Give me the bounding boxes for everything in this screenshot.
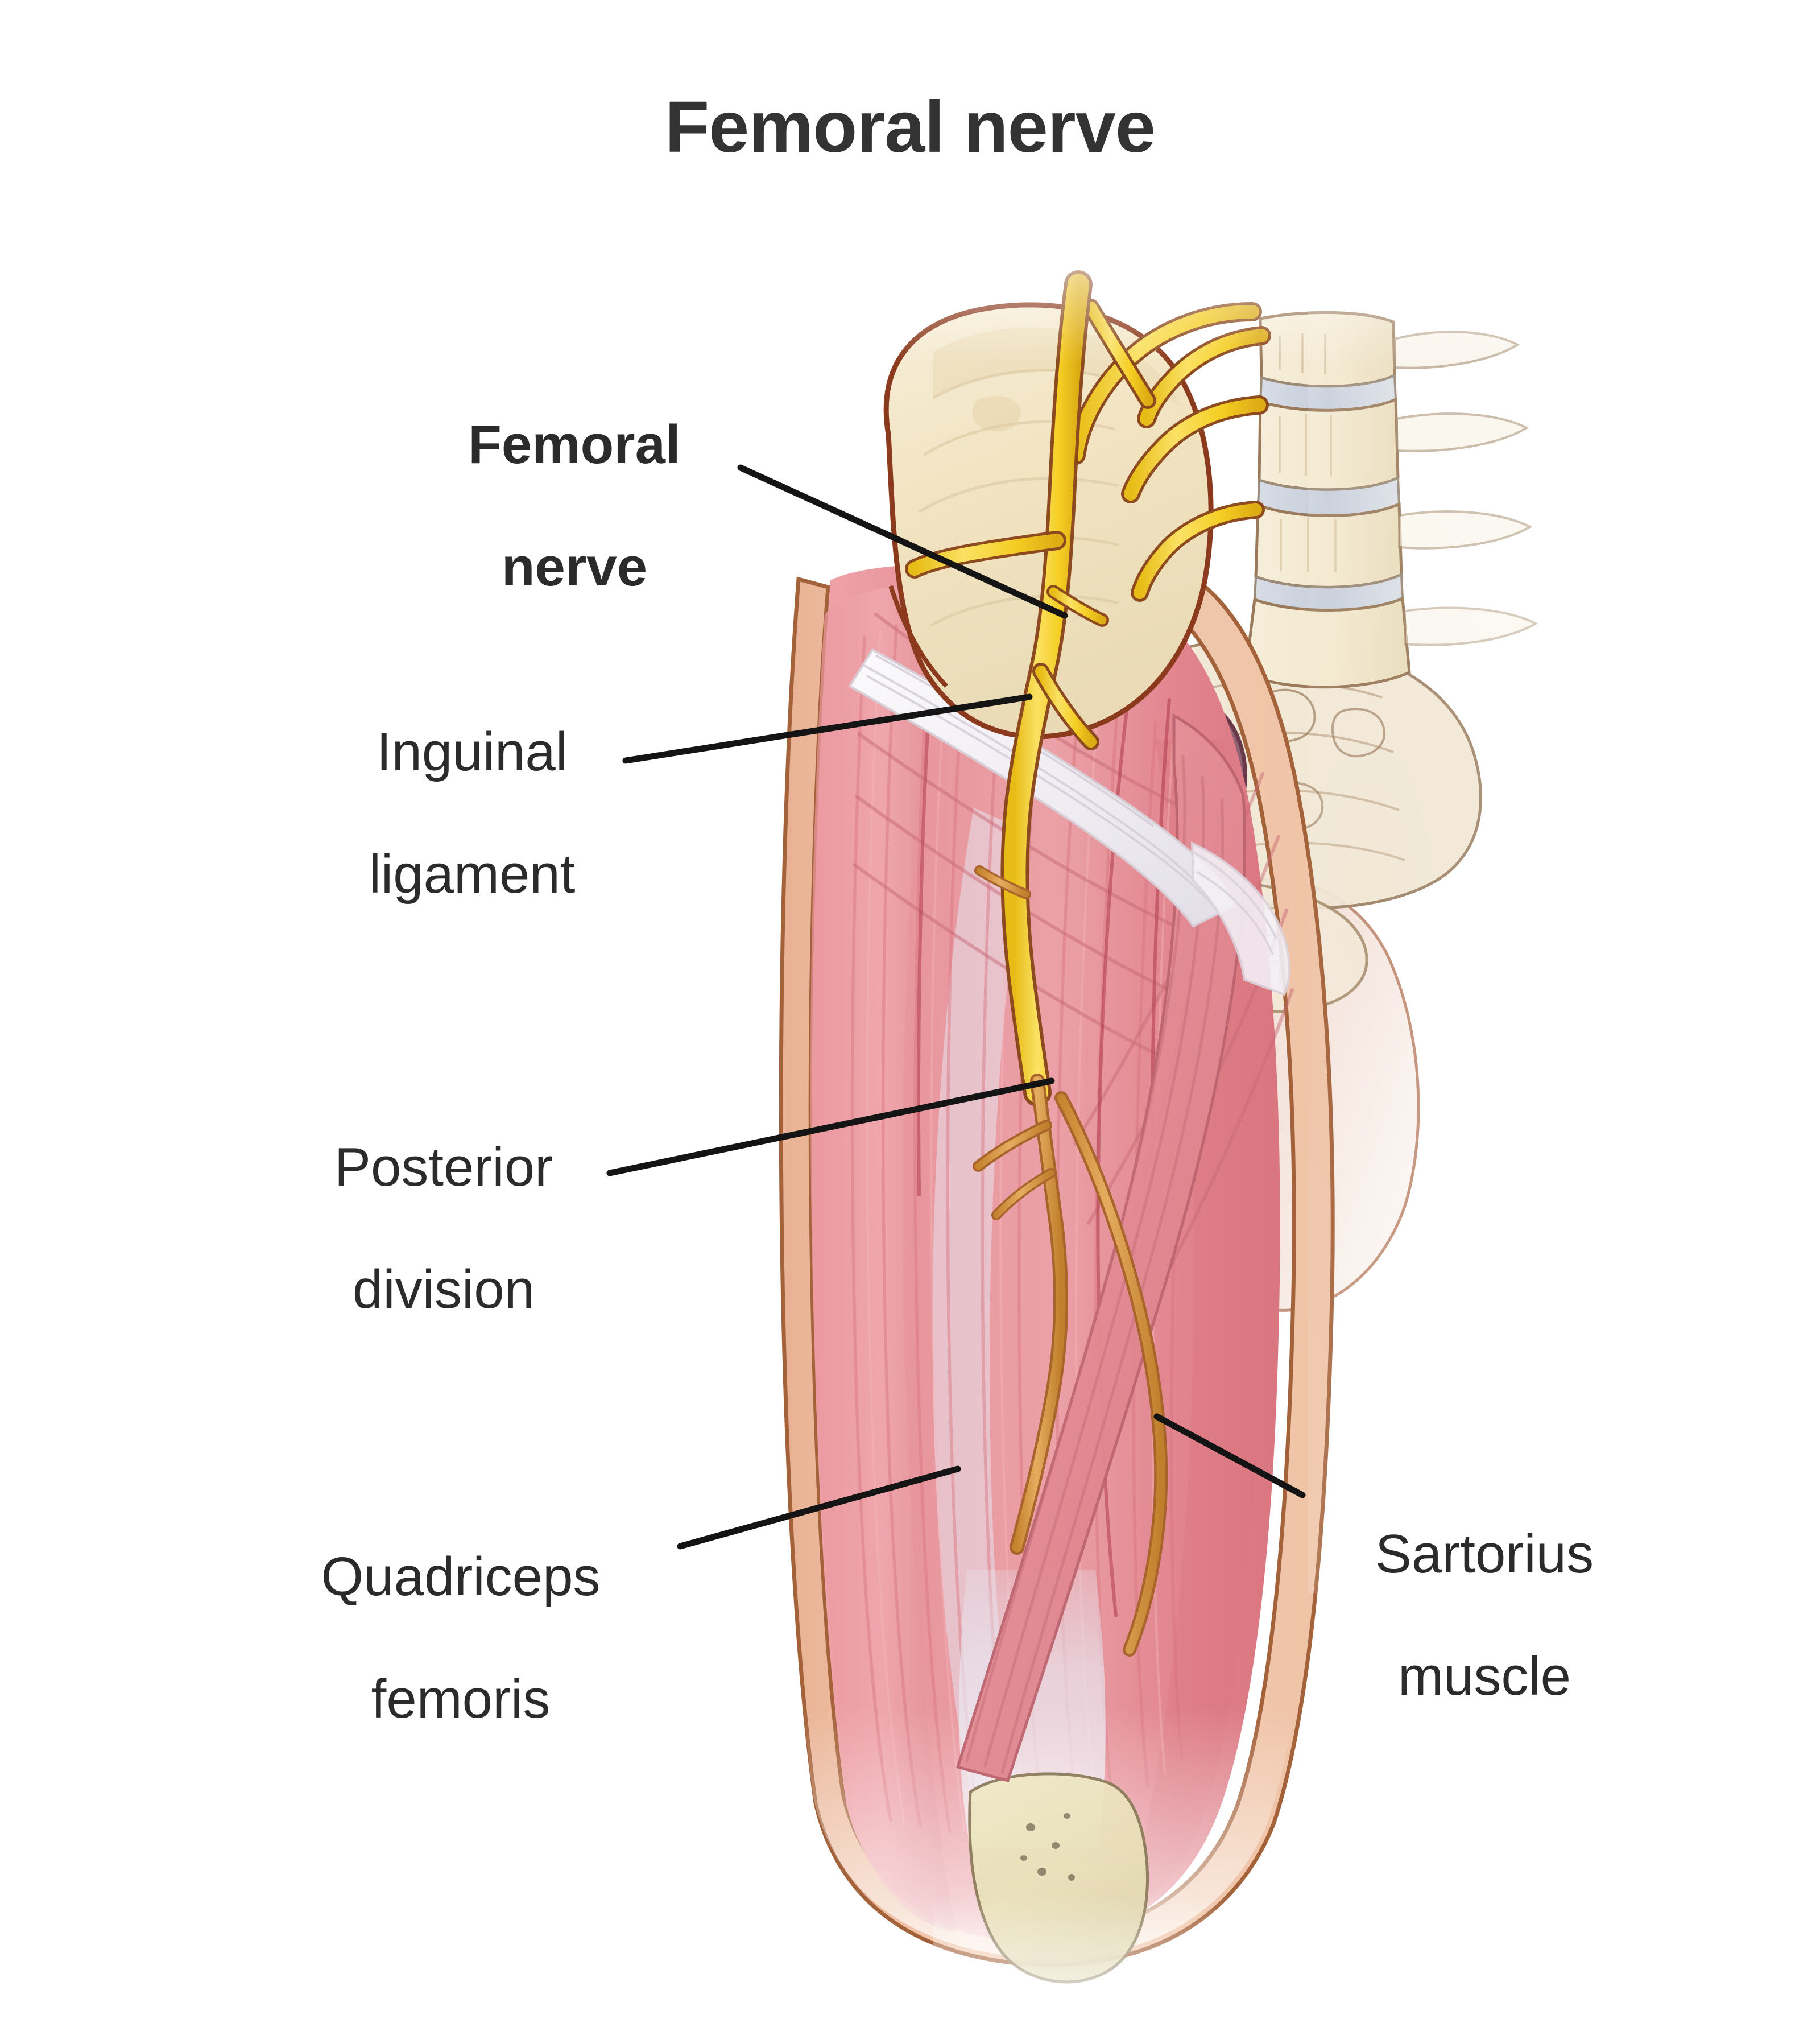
label-sartorius-muscle-line1: Sartorius bbox=[1375, 1523, 1594, 1584]
quadriceps-femoris bbox=[812, 564, 1280, 1942]
page-title: Femoral nerve bbox=[664, 86, 1156, 168]
top-fade bbox=[739, 216, 1536, 364]
label-sartorius-muscle-line2: muscle bbox=[1397, 1645, 1571, 1707]
leader-sartorius-muscle bbox=[1153, 1413, 1306, 1498]
inguinal-ligament bbox=[848, 648, 1290, 996]
label-posterior-division: Posterior division bbox=[262, 1075, 626, 1381]
label-femoral-nerve-line2: nerve bbox=[501, 536, 648, 597]
label-posterior-division-line1: Posterior bbox=[334, 1136, 553, 1198]
patella-femur bbox=[933, 1772, 1228, 2023]
leader-quadriceps-femoris bbox=[677, 1465, 961, 1550]
leader-posterior-division bbox=[606, 1077, 1055, 1176]
leader-femoral-nerve bbox=[737, 464, 1068, 619]
label-inguinal-ligament: Inguinal ligament bbox=[296, 660, 648, 966]
posterior-division-branch bbox=[973, 865, 1168, 1657]
right-fade bbox=[1308, 228, 1820, 1593]
label-femoral-nerve-line1: Femoral bbox=[468, 414, 681, 475]
leader-lines bbox=[606, 464, 1306, 1550]
label-inguinal-ligament-line2: ligament bbox=[369, 843, 576, 905]
label-femoral-nerve: Femoral nerve bbox=[398, 353, 751, 659]
label-inguinal-ligament-line1: Inguinal bbox=[376, 721, 568, 782]
label-quadriceps-femoris-line2: femoris bbox=[371, 1668, 551, 1729]
label-quadriceps-femoris: Quadriceps femoris bbox=[262, 1485, 660, 1791]
label-posterior-division-line2: division bbox=[352, 1258, 535, 1320]
label-quadriceps-femoris-line1: Quadriceps bbox=[321, 1546, 601, 1607]
thigh-muscles bbox=[780, 564, 1327, 1959]
leader-inguinal-ligament bbox=[622, 693, 1033, 764]
label-sartorius-muscle: Sartorius muscle bbox=[1302, 1462, 1666, 1768]
